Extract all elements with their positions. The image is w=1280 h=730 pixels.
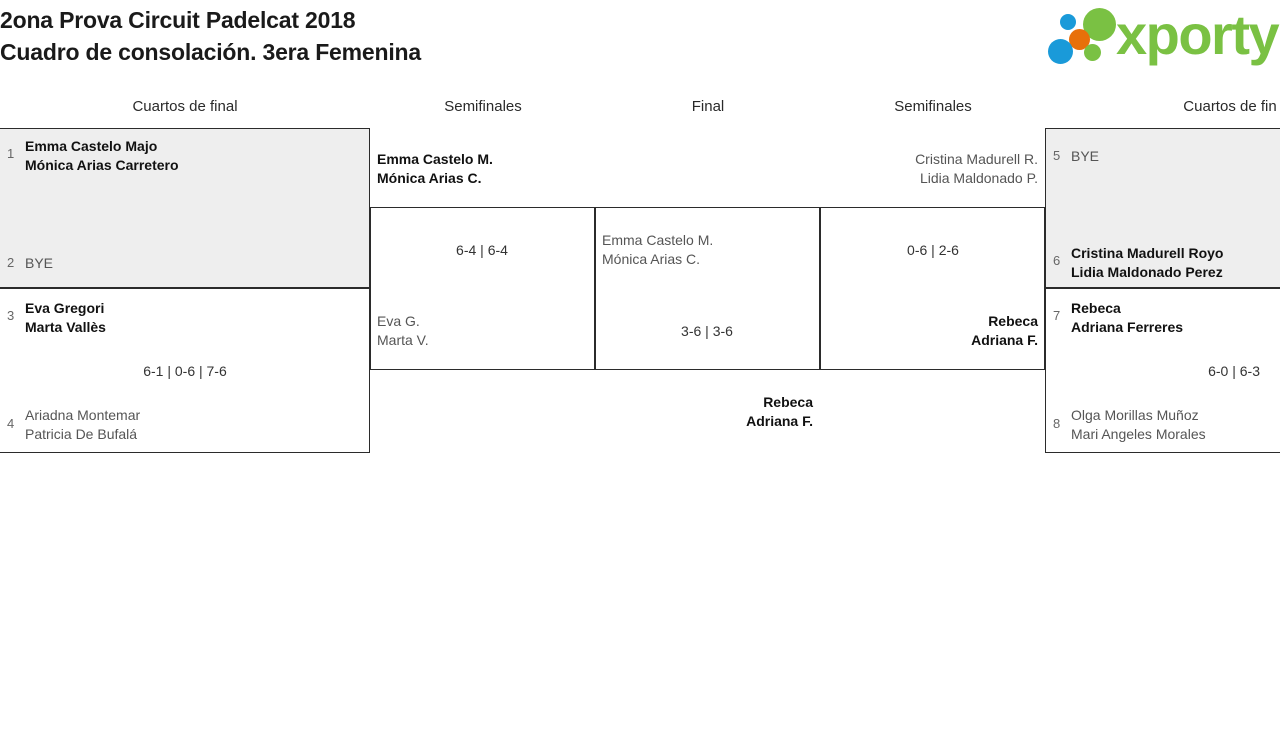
title-line-2: Cuadro de consolación. 3era Femenina xyxy=(0,39,421,65)
score-final: 3-6 | 3-6 xyxy=(681,323,733,339)
seed-number-8: 8 xyxy=(1053,416,1061,431)
column-header-left-semifinals: Semifinales xyxy=(444,98,522,115)
team-player-1: Emma Castelo Majo xyxy=(25,138,158,154)
team-player-2: Lidia Maldonado P. xyxy=(919,170,1038,186)
team-player-2: Mónica Arias C. xyxy=(602,251,701,267)
match-box-right-qf-1[interactable] xyxy=(1045,128,1280,288)
logo-wordmark: xporty xyxy=(1116,3,1280,66)
team-right-qf-1-top: BYE xyxy=(1071,147,1099,166)
team-player-2: Adriana F. xyxy=(746,413,813,429)
team-player-1: Emma Castelo M. xyxy=(602,232,714,248)
xporty-logo[interactable]: xporty xyxy=(1048,3,1280,70)
match-box-right-qf-2[interactable] xyxy=(1045,288,1280,453)
match-box-right-semifinal[interactable] xyxy=(820,207,1045,370)
seed-number-3: 3 xyxy=(7,308,15,323)
team-left-sf-top: Emma Castelo M. Mónica Arias C. xyxy=(377,150,493,188)
seed-number-4: 4 xyxy=(7,416,15,431)
team-player-1: BYE xyxy=(1071,148,1100,164)
logo-dot-blue-large-icon xyxy=(1048,39,1073,64)
score-right-qf-2: 6-0 | 6-3 xyxy=(1208,363,1260,379)
seed-number-2: 2 xyxy=(7,255,15,270)
score-right-semifinal: 0-6 | 2-6 xyxy=(907,242,959,258)
logo-dot-blue-small-icon xyxy=(1060,14,1076,30)
logo-dot-green-small-icon xyxy=(1084,44,1101,61)
seed-number-5: 5 xyxy=(1053,148,1061,163)
team-player-1: Cristina Madurell Royo xyxy=(1071,245,1224,261)
column-header-right-semifinals: Semifinales xyxy=(894,98,972,115)
team-player-2: Marta V. xyxy=(377,332,429,348)
seed-number-6: 6 xyxy=(1053,253,1061,268)
column-header-right-quarterfinals: Cuartos de fin xyxy=(1183,98,1277,115)
logo-dots-icon xyxy=(1048,6,1118,68)
column-header-final: Final xyxy=(691,98,725,115)
team-player-1: Cristina Madurell R. xyxy=(915,151,1038,167)
team-player-1: BYE xyxy=(25,255,54,271)
team-left-sf-bottom: Eva G. Marta V. xyxy=(377,312,429,350)
team-player-1: Rebeca xyxy=(1071,300,1121,316)
team-player-2: Marta Vallès xyxy=(25,319,106,335)
team-player-1: Eva G. xyxy=(377,313,420,329)
team-player-1: Rebeca xyxy=(763,394,813,410)
team-player-2: Mónica Arias C. xyxy=(377,170,482,186)
seed-number-7: 7 xyxy=(1053,308,1061,323)
match-box-left-qf-1[interactable] xyxy=(0,128,370,288)
team-player-1: Olga Morillas Muñoz xyxy=(1071,407,1199,423)
team-final-top: Emma Castelo M. Mónica Arias C. xyxy=(602,231,713,269)
match-box-left-qf-2[interactable] xyxy=(0,288,370,453)
team-player-2: Mónica Arias Carretero xyxy=(25,157,179,173)
column-header-left-quarterfinals: Cuartos de final xyxy=(132,98,238,115)
team-left-qf-1-bottom: BYE xyxy=(25,254,53,273)
team-player-1: Eva Gregori xyxy=(25,300,105,316)
score-left-qf-2: 6-1 | 0-6 | 7-6 xyxy=(143,363,227,379)
match-box-final[interactable] xyxy=(595,207,820,370)
team-player-2: Adriana F. xyxy=(971,332,1038,348)
logo-dot-orange-icon xyxy=(1069,29,1090,50)
team-player-2: Adriana Ferreres xyxy=(1071,319,1184,335)
team-player-1: Ariadna Montemar xyxy=(25,407,141,423)
score-left-semifinal: 6-4 | 6-4 xyxy=(456,242,508,258)
team-player-1: Rebeca xyxy=(988,313,1038,329)
seed-number-1: 1 xyxy=(7,146,15,161)
match-box-left-semifinal[interactable] xyxy=(370,207,595,370)
team-player-2: Mari Angeles Morales xyxy=(1071,426,1206,442)
team-player-1: Emma Castelo M. xyxy=(377,151,493,167)
team-right-sf-top: Cristina Madurell R. Lidia Maldonado P. xyxy=(838,150,1038,188)
team-player-2: Patricia De Bufalá xyxy=(25,426,138,442)
team-player-2: Lidia Maldonado Perez xyxy=(1071,264,1223,280)
title-line-1: 2ona Prova Circuit Padelcat 2018 xyxy=(0,7,356,33)
